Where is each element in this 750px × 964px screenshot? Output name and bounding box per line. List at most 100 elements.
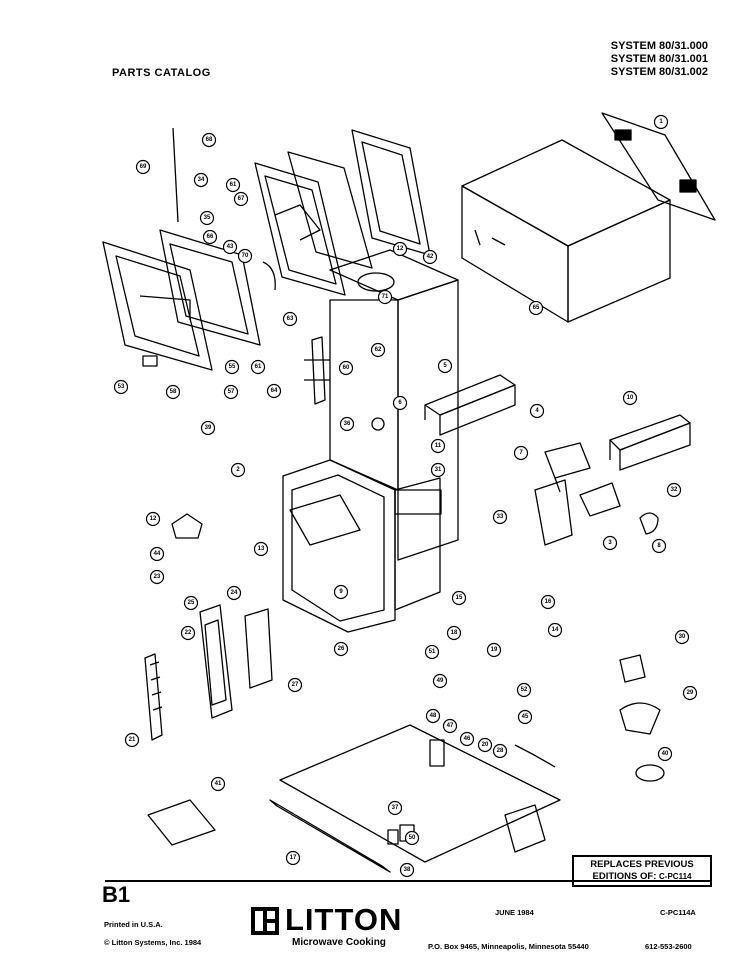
transformer (504, 804, 546, 853)
editions-code: C-PC114 (659, 872, 692, 881)
callout-marker: 52 (516, 682, 532, 698)
callout-marker: 41 (210, 776, 226, 792)
divider (105, 880, 710, 882)
callout-number: 42 (427, 254, 434, 260)
callout-marker: 57 (223, 384, 239, 400)
callout-number: 48 (430, 713, 437, 719)
thermostat (639, 512, 659, 535)
callout-number: 52 (521, 687, 528, 693)
callout-number: 57 (228, 389, 235, 395)
callout-number: 36 (344, 421, 351, 427)
callout-number: 21 (129, 737, 136, 743)
replaces-notice: REPLACES PREVIOUS EDITIONS OF: C-PC114 (572, 855, 712, 887)
callout-marker: 66 (202, 229, 218, 245)
callout-marker: 68 (201, 132, 217, 148)
system-model: SYSTEM 80/31.000 (610, 40, 708, 52)
motor (371, 417, 385, 431)
callout-number: 12 (397, 246, 404, 252)
callout-marker: 35 (199, 210, 215, 226)
callout-marker: 55 (224, 359, 240, 375)
callout-number: 30 (679, 634, 686, 640)
callout-number: 64 (271, 388, 278, 394)
callout-number: 29 (687, 690, 694, 696)
callout-number: 11 (435, 443, 442, 449)
callout-number: 63 (287, 316, 294, 322)
callout-marker: 5 (437, 358, 453, 374)
callout-marker: 63 (282, 311, 298, 327)
callout-marker: 51 (424, 644, 440, 660)
callout-marker: 42 (422, 249, 438, 265)
callout-marker: 31 (430, 462, 446, 478)
callout-marker: 45 (517, 709, 533, 725)
callout-marker: 12 (392, 241, 408, 257)
callout-marker: 71 (377, 289, 393, 305)
callout-marker: 58 (165, 384, 181, 400)
callout-marker: 65 (528, 300, 544, 316)
callout-marker: 36 (339, 416, 355, 432)
callout-number: 45 (522, 714, 529, 720)
circuit-board (244, 608, 273, 689)
callout-marker: 6 (392, 395, 408, 411)
brand-tagline: Microwave Cooking (292, 937, 386, 948)
callout-marker: 39 (200, 420, 216, 436)
callout-marker: 2 (230, 462, 246, 478)
door-frame (254, 151, 373, 296)
callout-number: 37 (392, 805, 399, 811)
callout-number: 66 (207, 234, 214, 240)
callout-number: 71 (382, 294, 389, 300)
callout-marker: 60 (338, 360, 354, 376)
callout-number: 39 (205, 425, 212, 431)
replaces-line: REPLACES PREVIOUS (590, 859, 694, 870)
door-button (142, 355, 158, 367)
callout-marker: 26 (333, 641, 349, 657)
callout-number: 1 (659, 119, 663, 125)
magnetron (544, 442, 591, 493)
callout-number: 24 (231, 590, 238, 596)
capacitor (429, 739, 445, 767)
callout-marker: 18 (446, 625, 462, 641)
catalog-date: JUNE 1984 (495, 908, 534, 917)
callout-number: 12 (150, 516, 157, 522)
base-plate (269, 724, 561, 873)
relay (619, 654, 646, 683)
callout-number: 9 (339, 589, 343, 595)
callout-number: 58 (170, 389, 177, 395)
interlock-bracket (304, 336, 330, 405)
callout-marker: 11 (430, 438, 446, 454)
callout-number: 18 (451, 630, 458, 636)
blower (619, 702, 661, 735)
brand-name: LITTON (285, 902, 403, 937)
callout-marker: 37 (387, 800, 403, 816)
callout-marker: 25 (183, 595, 199, 611)
callout-number: 25 (188, 600, 195, 606)
callout-number: 26 (338, 646, 345, 652)
editions-label: EDITIONS OF: (592, 871, 657, 882)
callout-marker: 7 (513, 445, 529, 461)
wire (514, 744, 556, 768)
wire-harness (147, 799, 216, 846)
callout-number: 13 (258, 546, 265, 552)
callout-marker: 53 (113, 379, 129, 395)
address: P.O. Box 9465, Minneapolis, Minnesota 55… (428, 942, 589, 951)
callout-marker: 8 (651, 538, 667, 554)
fan-shroud (534, 479, 621, 546)
callout-number: 16 (545, 599, 552, 605)
door-rod (172, 127, 179, 223)
callout-number: 34 (198, 177, 205, 183)
callout-marker: 13 (253, 541, 269, 557)
callout-marker: 40 (657, 746, 673, 762)
callout-marker: 47 (442, 718, 458, 734)
callout-number: 14 (552, 627, 559, 633)
outer-cabinet (461, 139, 671, 323)
callout-marker: 20 (477, 737, 493, 753)
switch (387, 829, 399, 845)
callout-number: 15 (456, 595, 463, 601)
callout-number: 8 (657, 543, 661, 549)
callout-number: 5 (443, 363, 447, 369)
oven-cavity (282, 249, 459, 633)
page-number: B1 (102, 882, 131, 907)
stirrer-fan (171, 513, 203, 539)
callout-number: 32 (671, 487, 678, 493)
